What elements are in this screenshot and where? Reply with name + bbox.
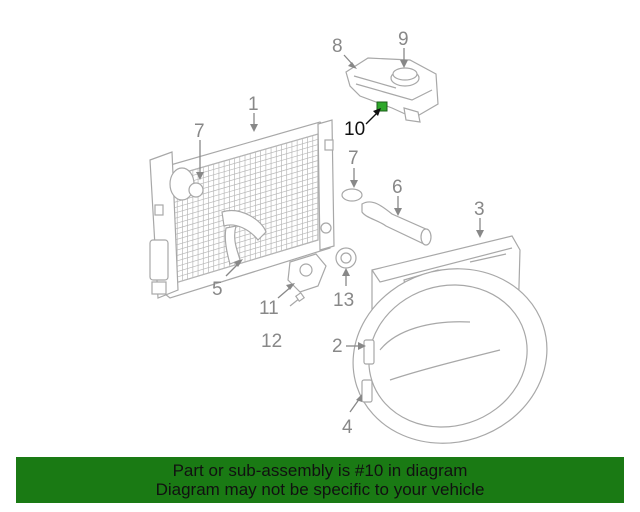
callout-9: 9 [398,29,409,50]
callout-13: 13 [333,290,354,311]
thermostat-housing [287,253,327,293]
callout-11: 11 [259,298,279,319]
leader-lines [196,48,484,413]
callout-12: 12 [261,331,282,352]
info-banner: Part or sub-assembly is #10 in diagram D… [16,457,624,503]
callout-1: 1 [248,94,259,115]
banner-line-1: Part or sub-assembly is #10 in diagram [172,461,468,480]
radiator [149,119,335,299]
callout-8: 8 [332,36,343,57]
callout-7-left: 7 [194,121,205,142]
callout-labels: 1 7 8 9 10 7 6 3 5 11 13 12 2 4 [194,29,485,438]
fan-shroud [352,235,548,444]
thermostat [335,247,357,269]
bolt [289,291,306,307]
callout-2: 2 [332,336,343,357]
coolant-reservoir [345,57,439,123]
upper-hose [361,201,432,246]
callout-10[interactable]: 10 [344,119,365,140]
reservoir-fitting-highlight[interactable] [376,101,388,112]
callout-7-right: 7 [348,148,359,169]
hose-clamp [341,188,363,202]
banner-line-2: Diagram may not be specific to your vehi… [155,480,485,499]
callout-4: 4 [342,417,353,438]
callout-6: 6 [392,177,403,198]
reservoir-cap [390,67,420,87]
callout-3: 3 [474,199,485,220]
callout-5: 5 [212,279,223,300]
lower-hose [221,210,267,265]
